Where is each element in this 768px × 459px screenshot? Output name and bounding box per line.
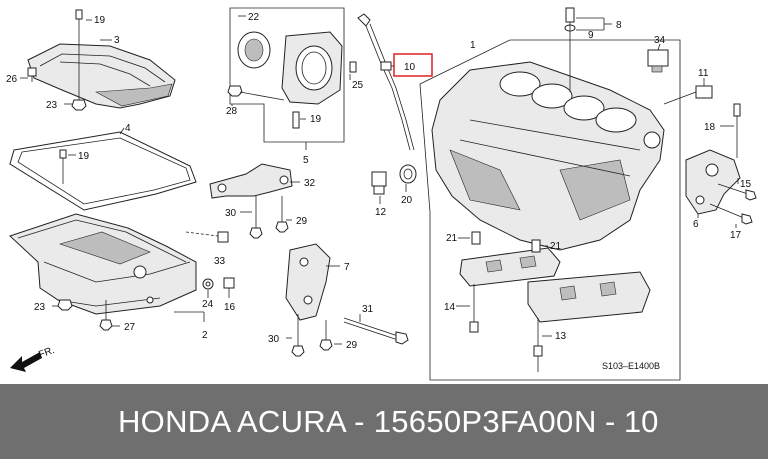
callout-29: 29 [346,340,358,351]
callout-11: 11 [698,68,709,79]
drain-bolt-16 [223,277,235,289]
sealing-bolt-12 [371,171,387,195]
bolt-27 [99,300,113,331]
block-outline [419,39,681,381]
bracket-7 [285,243,331,321]
bolt-17 [709,203,753,225]
oil-pan-gasket-part [9,131,197,211]
callout-10: 10 [404,62,416,73]
bolt-29-lower [319,320,333,351]
bolt-19-pan [59,149,67,184]
bolt-13 [533,318,543,372]
footer-bar: HONDA ACURA - 15650P3FA00 N - 10 [0,384,768,459]
callout-13: 13 [555,331,567,342]
bolt-31 [343,317,409,345]
callout-30: 30 [225,208,237,219]
oil-pan-part [9,213,197,315]
bolt-19-housing [292,111,300,129]
callout-5: 5 [303,155,309,166]
callout-33: 33 [214,256,226,267]
part-number-title: HONDA ACURA - 15650P3FA00 [118,404,574,439]
parts-diagram: FR. 19 3 26 23 4 19 33 24 16 23 27 2 22 … [6,7,757,381]
callout-4: 4 [125,123,131,134]
callout-24: 24 [202,299,214,310]
bolt-33 [185,231,229,243]
callout-30: 30 [268,334,280,345]
callout-25: 25 [352,80,364,91]
callout-6: 6 [693,219,699,230]
nut-23-pan [57,299,73,311]
front-arrow-icon [10,352,42,372]
callout-21: 21 [446,233,458,244]
callout-19: 19 [94,15,106,26]
oil-seal-part [237,31,271,69]
bolt-18 [733,103,741,158]
bracket-6 [685,149,741,215]
callout-28: 28 [226,106,238,117]
callout-18: 18 [704,122,716,133]
callout-19: 19 [310,114,322,125]
callout-2: 2 [202,330,208,341]
callout-12: 12 [375,207,387,218]
dowel-21-right [531,239,541,253]
plug-8-assembly [564,7,576,92]
callout-7: 7 [344,262,350,273]
dowel-25 [349,61,357,73]
callout-1: 1 [470,40,476,51]
knock-sensor-34 [647,49,669,73]
callout-27: 27 [124,322,136,333]
callout-14: 14 [444,302,456,313]
bolt-14 [469,284,479,333]
callout-reference: N - 10 [574,404,659,439]
callout-26: 26 [6,74,18,85]
cylinder-block-part [431,61,665,251]
callout-31: 31 [362,304,374,315]
nut-23-top [71,99,87,111]
callout-15: 15 [740,179,752,190]
callout-20: 20 [401,195,413,206]
washer-24 [202,278,214,290]
bracket-32 [209,163,293,199]
fr-label: FR. [37,345,56,361]
callout-21: 21 [550,241,562,252]
bearing-cap-upper [459,247,561,287]
bolt-30-lower [291,314,305,357]
callout-16: 16 [224,302,236,313]
callout-10-highlight [391,53,433,77]
bearing-cap-lower [527,271,651,323]
bolt-29-upper [275,196,289,233]
callout-9: 9 [588,30,594,41]
lower-cover-part [27,43,176,109]
diagram-code: S103–E1400B [602,361,660,371]
bolt-30-upper [249,196,263,239]
callout-34: 34 [654,35,666,46]
callout-3: 3 [114,35,120,46]
callout-8: 8 [616,20,622,31]
bolt-15 [717,183,757,201]
oil-pressure-switch-11 [663,85,713,105]
bolt-28 [227,85,285,101]
washer-20 [399,164,417,184]
callout-22: 22 [248,12,260,23]
bolt-26 [27,67,37,82]
dipstick-tube-part [357,13,415,151]
callout-19: 19 [78,151,90,162]
callout-23: 23 [46,100,58,111]
seal-housing-part [281,31,343,105]
bolt-19-top [75,9,83,100]
callout-23: 23 [34,302,46,313]
dowel-21-left [471,231,481,245]
callout-32: 32 [304,178,316,189]
callout-17: 17 [730,230,742,241]
callout-29: 29 [296,216,308,227]
